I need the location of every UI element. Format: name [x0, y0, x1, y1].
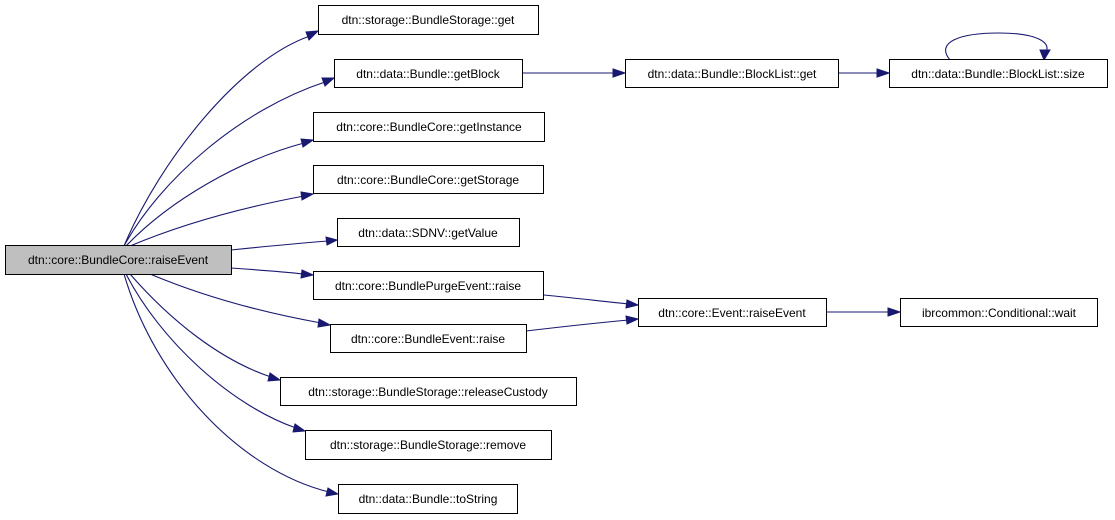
edge-bundleeventraise-to-eventraiseevent — [525, 319, 630, 332]
arrowhead — [300, 138, 315, 148]
node-label: dtn::data::Bundle::BlockList::get — [648, 67, 817, 81]
node-get-block[interactable]: dtn::data::Bundle::getBlock — [334, 59, 523, 88]
nodes: dtn::core::BundleCore::raiseEvent dtn::s… — [5, 5, 1108, 514]
node-purge-event-raise[interactable]: dtn::core::BundlePurgeEvent::raise — [313, 271, 544, 300]
node-label: ibrcommon::Conditional::wait — [922, 306, 1077, 320]
edge-raiseevent-to-tostring — [123, 273, 330, 493]
edge-size-self-loop — [945, 32, 1048, 61]
arrowhead — [300, 191, 315, 201]
arrowhead — [292, 423, 307, 433]
node-event-raise-event[interactable]: dtn::core::Event::raiseEvent — [638, 298, 827, 327]
node-label: dtn::storage::BundleStorage::remove — [330, 438, 526, 452]
node-label: dtn::data::Bundle::toString — [359, 492, 498, 506]
node-label: dtn::data::SDNV::getValue — [358, 226, 498, 240]
arrowhead — [321, 77, 336, 87]
node-sdnv-get-value[interactable]: dtn::data::SDNV::getValue — [337, 218, 520, 247]
node-blocklist-get[interactable]: dtn::data::Bundle::BlockList::get — [625, 59, 839, 88]
node-raise-event-root[interactable]: dtn::core::BundleCore::raiseEvent — [5, 245, 232, 275]
edge-raiseevent-to-bundleeventraise — [149, 273, 322, 324]
edge-raiseevent-to-getblock — [123, 81, 326, 247]
node-get-storage[interactable]: dtn::core::BundleCore::getStorage — [313, 165, 544, 194]
arrowhead — [325, 487, 340, 497]
node-label: dtn::data::Bundle::BlockList::size — [911, 67, 1085, 81]
edge-raiseevent-to-releasecustody — [129, 273, 272, 378]
node-label: dtn::core::BundleCore::getStorage — [337, 173, 519, 187]
arrowhead — [300, 269, 315, 279]
arrowhead — [325, 236, 339, 246]
arrowhead — [1039, 49, 1051, 62]
edge-raiseevent-to-getvalue — [230, 240, 329, 251]
arrowhead — [887, 307, 902, 317]
arrowhead — [625, 315, 640, 325]
arrowhead — [876, 68, 891, 78]
arrowhead — [625, 299, 640, 309]
edge-raiseevent-to-storage-get — [123, 35, 311, 247]
arrowhead — [612, 68, 627, 78]
node-label: dtn::storage::BundleStorage::get — [342, 13, 515, 27]
edge-purgeraise-to-eventraiseevent — [543, 294, 630, 305]
node-bundle-event-raise[interactable]: dtn::core::BundleEvent::raise — [330, 324, 527, 353]
arrowhead — [305, 30, 320, 41]
node-label: dtn::core::BundlePurgeEvent::raise — [335, 279, 521, 293]
node-storage-remove[interactable]: dtn::storage::BundleStorage::remove — [305, 430, 552, 460]
node-label: dtn::core::Event::raiseEvent — [658, 306, 806, 320]
node-blocklist-size[interactable]: dtn::data::Bundle::BlockList::size — [889, 59, 1108, 88]
node-label: dtn::core::BundleCore::getInstance — [336, 120, 522, 134]
node-label: dtn::data::Bundle::getBlock — [356, 67, 500, 81]
node-label: dtn::storage::BundleStorage::releaseCust… — [308, 385, 547, 399]
arrowhead — [267, 372, 282, 382]
edge-raiseevent-to-purgeraise — [230, 267, 305, 275]
node-storage-get[interactable]: dtn::storage::BundleStorage::get — [318, 5, 539, 35]
node-label: dtn::core::BundleEvent::raise — [351, 332, 505, 346]
edge-raiseevent-to-remove — [125, 273, 297, 429]
node-release-custody[interactable]: dtn::storage::BundleStorage::releaseCust… — [280, 377, 577, 406]
node-bundle-to-string[interactable]: dtn::data::Bundle::toString — [338, 484, 518, 514]
edge-raiseevent-to-getinstance — [125, 142, 305, 247]
node-get-instance[interactable]: dtn::core::BundleCore::getInstance — [313, 112, 545, 142]
arrowhead — [317, 318, 332, 328]
node-label: dtn::core::BundleCore::raiseEvent — [28, 253, 209, 267]
node-conditional-wait[interactable]: ibrcommon::Conditional::wait — [900, 298, 1098, 327]
edges — [123, 30, 1051, 497]
edge-raiseevent-to-getstorage — [129, 195, 305, 247]
